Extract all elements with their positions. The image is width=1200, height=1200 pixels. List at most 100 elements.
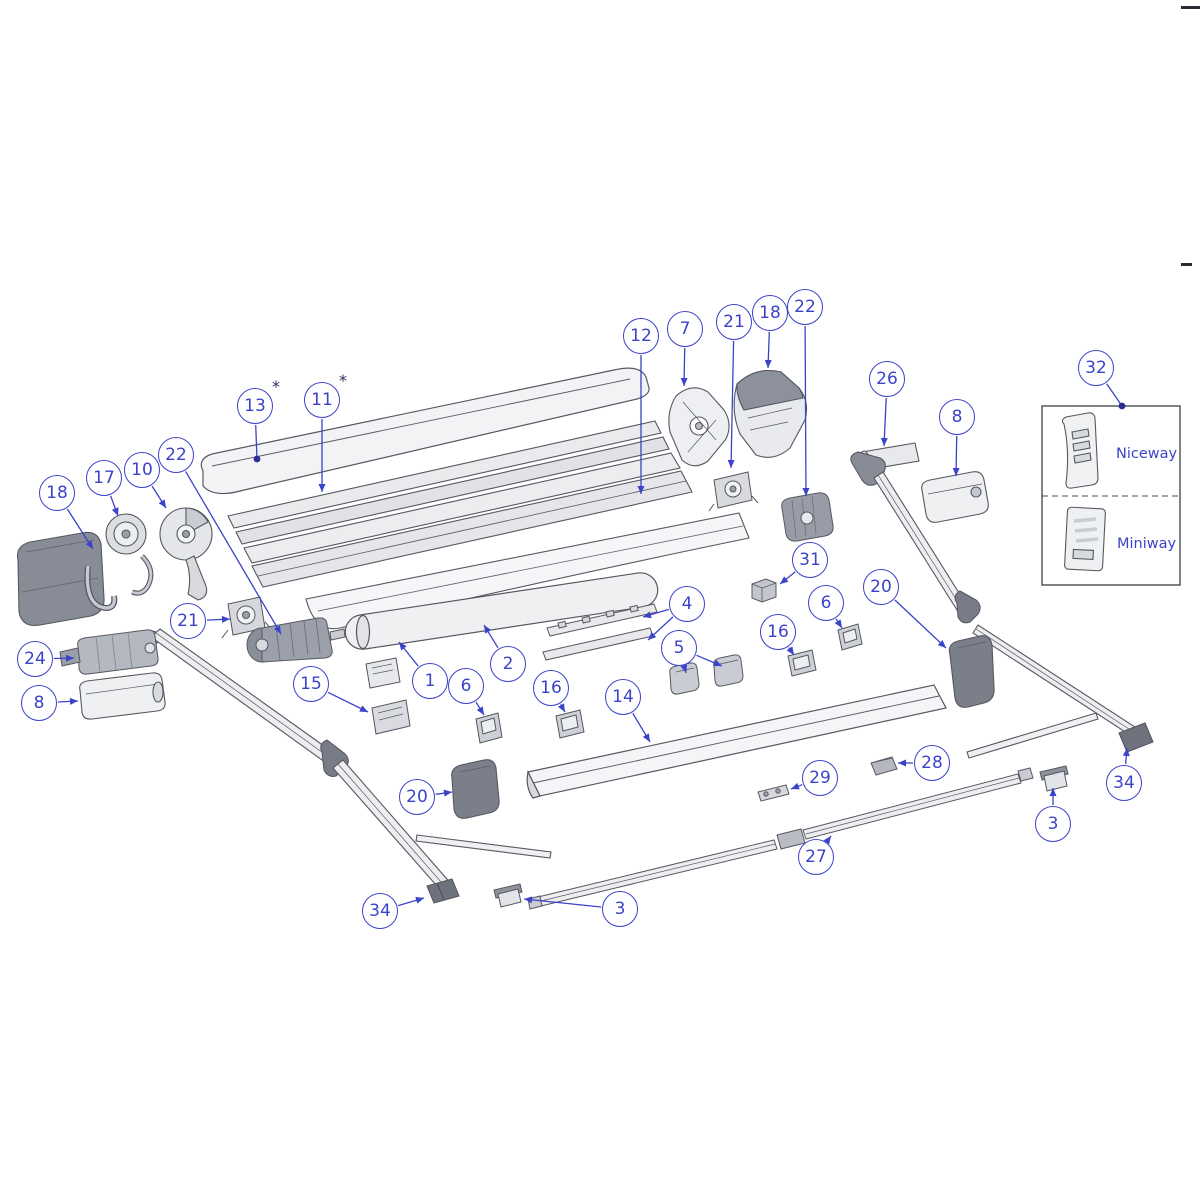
leader-line-34	[398, 896, 425, 907]
callout-number: 34	[1113, 772, 1135, 793]
leader-line-13	[253, 424, 261, 463]
callout-number: 20	[406, 786, 428, 807]
part-support-rails	[542, 603, 658, 661]
callout-number: 18	[46, 482, 68, 503]
callout-number: 21	[723, 311, 745, 332]
callout-number: 24	[24, 648, 46, 669]
part-front-profile	[526, 684, 947, 799]
callout-number: 3	[1047, 813, 1059, 834]
callout-number: 16	[540, 677, 562, 698]
part-cylinder-8-left	[79, 672, 166, 720]
callout-number: 7	[679, 318, 691, 339]
part-28-clip	[870, 756, 898, 776]
part-bracket-21-left	[221, 596, 273, 639]
callout-number: 20	[870, 576, 892, 597]
part-cylinder-8-right	[921, 471, 989, 523]
leader-line-29	[790, 782, 803, 790]
callout-number: 17	[93, 467, 115, 488]
callout-8-8: 8	[939, 399, 975, 435]
callout-22-6: 22	[787, 289, 823, 325]
callout-number: 22	[794, 296, 816, 317]
callout-17-11: 17	[86, 460, 122, 496]
callout-13-0: 13*	[237, 379, 280, 424]
part-roller-tube	[344, 572, 659, 650]
leader-line-22	[802, 325, 810, 497]
callout-number: 8	[951, 406, 963, 427]
leader-line-20	[435, 789, 453, 797]
callout-7-3: 7	[667, 311, 703, 347]
callout-34-35: 34	[362, 893, 398, 929]
part-6-clip-left	[475, 712, 503, 744]
callout-number: 2	[502, 653, 514, 674]
callout-number: 21	[177, 610, 199, 631]
leader-line-34	[1122, 747, 1130, 765]
asterisk-mark: *	[339, 371, 347, 390]
leader-line-18	[66, 508, 94, 550]
part-motor-head-17	[105, 513, 154, 596]
callout-22-13: 22	[158, 437, 194, 473]
callout-21-4: 21	[716, 304, 752, 340]
legend-label-miniway: Miniway	[1117, 536, 1177, 552]
callout-1-18: 1	[412, 663, 448, 699]
leader-line-5	[680, 664, 688, 674]
callout-16-25: 16	[760, 614, 796, 650]
part-end-cap-7	[668, 387, 730, 467]
leader-line-10	[151, 485, 167, 509]
leader-line-24	[53, 654, 75, 662]
legend-remote-niceway-icon	[1061, 412, 1099, 489]
callout-26-7: 26	[869, 361, 905, 397]
callout-number: 31	[799, 549, 821, 570]
callout-number: 14	[612, 686, 634, 707]
part-bracket-21-right	[708, 471, 759, 512]
part-15-brackets	[365, 657, 411, 735]
callout-15-17: 15	[293, 666, 329, 702]
callout-29-30: 29	[802, 760, 838, 796]
leader-line-8	[952, 435, 960, 477]
leader-line-20	[894, 599, 947, 649]
callout-6-26: 6	[808, 585, 844, 621]
leader-line-21	[206, 615, 231, 623]
callout-11-1: 11*	[304, 373, 347, 418]
leader-line-31	[779, 571, 796, 585]
leader-line-14	[632, 712, 651, 743]
callout-20-28: 20	[863, 569, 899, 605]
callout-number: 29	[809, 767, 831, 788]
callout-number: 3	[614, 898, 626, 919]
part-bracket-3-right	[1039, 765, 1069, 792]
legend-remote-miniway-icon	[1064, 506, 1106, 572]
leader-line-27	[823, 835, 832, 845]
leader-line-4	[642, 608, 669, 619]
part-gear-10	[159, 507, 213, 601]
callout-12-2: 12	[623, 318, 659, 354]
leader-line-7	[680, 347, 688, 387]
callout-4-22: 4	[669, 586, 705, 622]
leader-line-2	[483, 624, 499, 649]
callout-27-32: 27	[798, 839, 834, 875]
callout-32-9: 32	[1078, 350, 1114, 386]
callout-number: 8	[33, 692, 45, 713]
part-16-clip-left	[555, 709, 585, 739]
callout-number: 28	[921, 752, 943, 773]
callout-3-36: 3	[602, 891, 638, 927]
callout-28-31: 28	[914, 745, 950, 781]
page-edge-marks	[1181, 6, 1200, 266]
leader-line-18	[764, 331, 772, 369]
callout-number: 16	[767, 621, 789, 642]
leader-line-3	[523, 896, 602, 908]
legend-box	[1041, 405, 1181, 586]
callout-18-10: 18	[39, 475, 75, 511]
callout-number: 12	[630, 325, 652, 346]
callout-21-14: 21	[170, 603, 206, 639]
part-arm-cover-right	[948, 635, 995, 708]
leader-line-21	[727, 340, 735, 469]
callout-10-12: 10	[124, 452, 160, 488]
callout-number: 6	[460, 675, 472, 696]
part-16-clip-right	[787, 649, 817, 677]
callout-16-21: 16	[533, 670, 569, 706]
leader-line-5	[696, 654, 723, 667]
leader-line-16	[557, 703, 566, 713]
callout-5-23: 5	[661, 630, 697, 666]
